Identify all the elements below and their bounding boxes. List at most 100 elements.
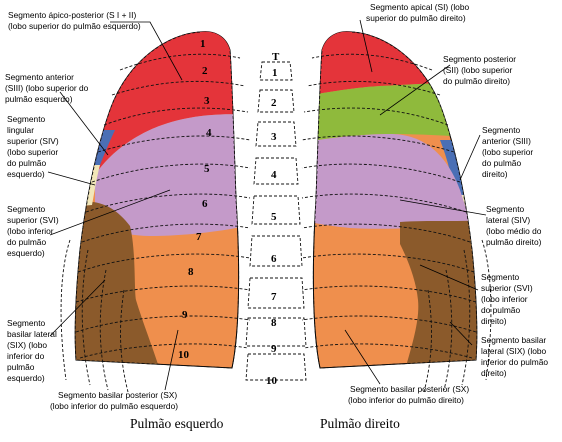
label-line: Segmento — [481, 272, 520, 282]
label-line: (lobo superior — [7, 147, 58, 157]
rib-number-8: 8 — [188, 266, 194, 278]
label-line: (lobo superior — [482, 147, 533, 157]
label-line: pulmão esquerdo) — [5, 94, 73, 104]
label-line: lateral (SIX) (lobo — [481, 346, 547, 356]
right-rib-lines — [301, 53, 477, 359]
label-line: Segmento basilar posterior (SX) — [58, 390, 177, 400]
left-rib-lines — [75, 53, 251, 359]
label-line: pulmão — [7, 362, 35, 372]
spine-vertebrae — [245, 61, 307, 381]
label-line: (lobo inferior do pulmão direito) — [348, 395, 464, 405]
label-l-anterior: Segmento anterior (SIII) (lobo superior … — [5, 72, 89, 104]
left-lung-title: Pulmão esquerdo — [130, 416, 224, 431]
label-line: (lobo inferior do pulmão esquerdo) — [50, 401, 178, 411]
label-line: do pulmão — [482, 158, 521, 168]
vertebra-number-3: 3 — [271, 131, 277, 143]
label-line: Segmento — [486, 204, 525, 214]
label-line: inferior do — [7, 351, 45, 361]
label-line: Segmento apical (SI) (lobo — [370, 2, 469, 12]
label-r-basilar-lat: Segmento basilar lateral (SIX) (lobo inf… — [481, 335, 548, 378]
label-line: direito) — [482, 169, 508, 179]
right-rib-lines-lower — [423, 239, 492, 393]
label-l-basilar-post: Segmento basilar posterior (SX) (lobo in… — [50, 390, 178, 411]
label-line: pulmão direito) — [486, 237, 542, 247]
right-lung — [301, 31, 492, 393]
label-line: superior (SVI) — [7, 215, 59, 225]
label-line: inferior do pulmão — [481, 357, 548, 367]
left-superior-segment — [75, 201, 160, 368]
label-line: anterior (SIII) — [482, 136, 531, 146]
label-line: esquerdo) — [7, 248, 45, 258]
label-line: do pulmão — [7, 237, 46, 247]
rib-number-9: 9 — [182, 309, 188, 321]
vertebra-number-6: 6 — [271, 253, 277, 265]
label-l-lingular: Segmento lingular superior (SIV) (lobo s… — [7, 114, 59, 179]
label-line: Segmento — [7, 114, 46, 124]
rib-number-7: 7 — [196, 231, 202, 243]
left-rib-lines-lower — [60, 239, 129, 393]
vertebra-number-9: 9 — [271, 343, 277, 355]
label-line: (SIII) (lobo superior do — [5, 83, 89, 93]
label-line: direito) — [481, 368, 507, 378]
label-l-apico: Segmento ápico-posterior (S I + II) (lob… — [8, 10, 141, 31]
label-r-apical: Segmento apical (SI) (lobo superior do p… — [366, 2, 469, 23]
right-lung-border-dashed — [312, 31, 478, 369]
label-line: lingular — [7, 125, 34, 135]
label-line: esquerdo) — [7, 169, 45, 179]
label-line: (SIX) (lobo — [7, 340, 47, 350]
label-line: lateral (SIV) — [486, 215, 530, 225]
label-r-basilar-post: Segmento basilar posterior (SX) (lobo in… — [348, 384, 469, 405]
rib-number-10: 10 — [178, 349, 190, 361]
label-r-anterior: Segmento anterior (SIII) (lobo superior … — [482, 125, 533, 179]
vertebra-number-4: 4 — [271, 169, 277, 181]
left-lung — [60, 31, 251, 393]
label-line: superior (SIV) — [7, 136, 59, 146]
vertebra-number-7: 7 — [271, 291, 277, 303]
label-line: superior do pulmão direito) — [366, 13, 466, 23]
left-rib-numbers: 1 2 3 4 5 6 7 8 9 10 — [178, 38, 212, 361]
label-line: Segmento ápico-posterior (S I + II) — [8, 10, 136, 20]
label-line: Segmento — [482, 125, 521, 135]
left-lingular-superior-segment — [95, 114, 239, 236]
label-l-basilar-lat: Segmento basilar lateral (SIX) (lobo inf… — [7, 318, 57, 383]
label-line: (lobo inferior — [7, 226, 54, 236]
label-line: do pulmão — [7, 158, 46, 168]
label-line: do pulmão — [481, 305, 520, 315]
rib-number-3: 3 — [204, 95, 210, 107]
label-r-superior: Segmento superior (SVI) (lobo inferior d… — [481, 272, 533, 326]
label-r-lateral: Segmento lateral (SIV) (lobo médio do pu… — [486, 204, 542, 247]
label-line: do pulmão direito) — [443, 76, 510, 86]
label-r-posterior: Segmento posterior (SII) (lobo superior … — [443, 54, 516, 86]
vertebra-number-8: 8 — [271, 317, 277, 329]
rib-number-1: 1 — [200, 38, 206, 50]
label-line: superior (SVI) — [481, 283, 533, 293]
rib-number-6: 6 — [202, 198, 208, 210]
label-line: (SII) (lobo superior — [443, 65, 513, 75]
label-l-superior: Segmento superior (SVI) (lobo inferior d… — [7, 204, 59, 258]
leader-lines — [47, 19, 487, 391]
rib-number-4: 4 — [206, 127, 212, 139]
vertebra-numbers: T 1 2 3 4 5 6 7 8 9 10 — [266, 51, 280, 387]
vertebra-number-5: 5 — [271, 211, 277, 223]
vertebra-number-10: 10 — [266, 375, 278, 387]
label-line: esquerdo) — [7, 373, 45, 383]
label-line: basilar lateral — [7, 329, 57, 339]
label-line: (lobo inferior — [481, 294, 528, 304]
label-line: Segmento anterior — [5, 72, 74, 82]
label-line: Segmento basilar posterior (SX) — [350, 384, 469, 394]
rib-number-5: 5 — [204, 163, 210, 175]
label-line: Segmento basilar — [481, 335, 546, 345]
right-lung-title: Pulmão direito — [320, 416, 400, 431]
left-lung-border-dashed — [74, 31, 240, 369]
vertebra-number-1: 1 — [272, 67, 278, 79]
label-line: Segmento — [7, 204, 46, 214]
rib-number-2: 2 — [202, 65, 208, 77]
label-line: Segmento — [7, 318, 46, 328]
label-line: direito) — [481, 316, 507, 326]
vertebra-number-2: 2 — [271, 97, 277, 109]
vertebra-label-t: T — [272, 51, 280, 63]
right-superior-segment — [400, 220, 477, 368]
label-line: (lobo superior do pulmão esquerdo) — [8, 21, 141, 31]
